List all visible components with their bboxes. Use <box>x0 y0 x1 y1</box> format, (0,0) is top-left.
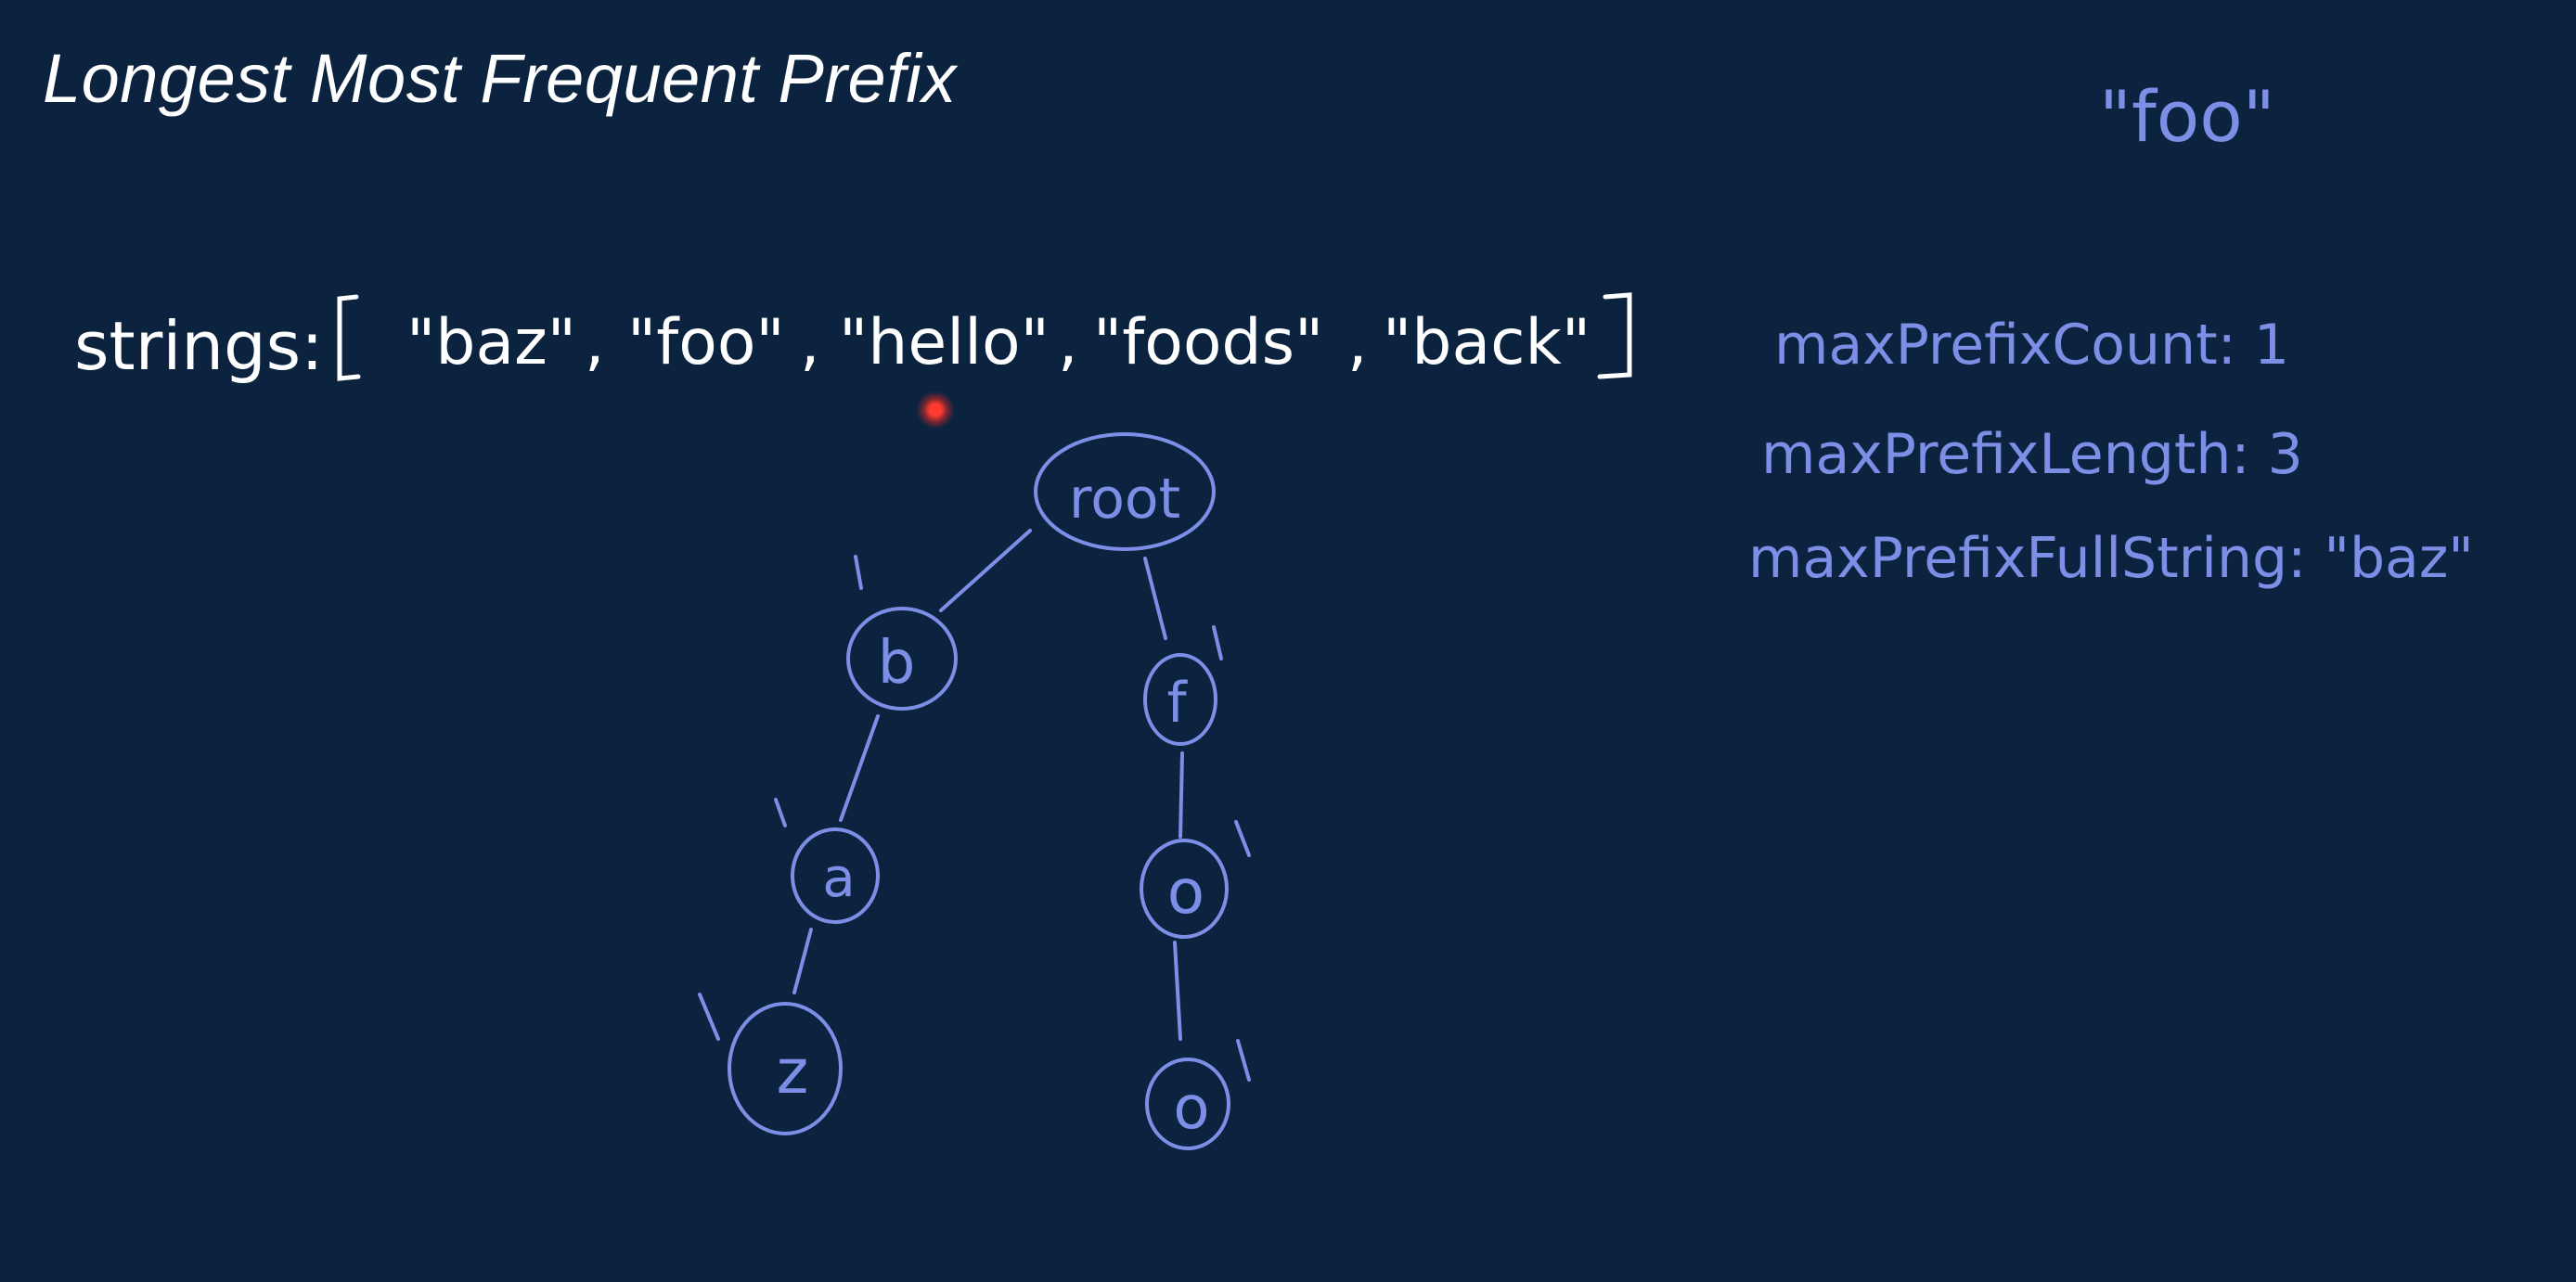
page-title: Longest Most Frequent Prefix <box>43 40 957 117</box>
open-bracket <box>337 294 361 381</box>
trie-nodes: root b a z f o o <box>728 432 1230 1150</box>
edge-root-f <box>1143 557 1167 640</box>
trie-node-o: o <box>1140 839 1229 939</box>
edge-f-o <box>1179 751 1184 839</box>
stats-panel: maxPrefixCount: 1 maxPrefixLength: 3 max… <box>1748 313 2474 591</box>
node-label: o <box>1167 856 1204 928</box>
node-label: f <box>1166 671 1188 736</box>
trie-node-f: f <box>1143 653 1217 746</box>
edge-root-b <box>939 529 1032 612</box>
tick-mark <box>854 555 863 590</box>
node-label: a <box>822 846 856 909</box>
node-label: root <box>1069 467 1180 532</box>
tick-mark <box>698 993 720 1041</box>
comma-3: , <box>1058 306 1078 379</box>
string-item-foods: "foods" <box>1093 306 1323 379</box>
max-prefix-count: maxPrefixCount: 1 <box>1774 313 2289 378</box>
trie-node-a: a <box>791 827 880 924</box>
comma-1: , <box>585 306 605 379</box>
comma-2: , <box>800 306 820 379</box>
edge-o-o <box>1173 941 1182 1041</box>
tick-mark <box>774 798 787 827</box>
strings-label: strings: <box>74 307 323 385</box>
node-label: b <box>878 629 916 698</box>
trie-node-root: root <box>1034 432 1216 551</box>
tick-mark <box>1236 1039 1251 1082</box>
tick-mark <box>1234 820 1251 857</box>
node-label: z <box>777 1036 809 1108</box>
edge-b-a <box>839 714 880 822</box>
string-item-hello: "hello" <box>839 306 1050 379</box>
trie-node-z: z <box>728 1002 843 1135</box>
max-prefix-full-string: maxPrefixFullString: "baz" <box>1748 526 2474 591</box>
node-label: o <box>1173 1074 1209 1143</box>
trie-edges <box>792 529 1184 1041</box>
trie-node-o-2: o <box>1145 1058 1230 1150</box>
string-item-foo: "foo" <box>627 306 785 379</box>
string-item-baz: "baz" <box>406 306 576 379</box>
trie-node-b: b <box>846 607 958 711</box>
comma-4: , <box>1347 306 1368 379</box>
tick-mark <box>1212 625 1223 660</box>
strings-array: strings: "baz" , "foo" , "hello" , "food… <box>74 292 1632 385</box>
query-string: "foo" <box>2099 75 2275 158</box>
string-item-back: "back" <box>1383 306 1591 379</box>
max-prefix-length: maxPrefixLength: 3 <box>1761 422 2303 487</box>
visit-tick-marks <box>698 555 1251 1082</box>
laser-pointer-icon <box>917 391 954 429</box>
close-bracket <box>1597 292 1632 379</box>
edge-a-z <box>792 928 813 994</box>
